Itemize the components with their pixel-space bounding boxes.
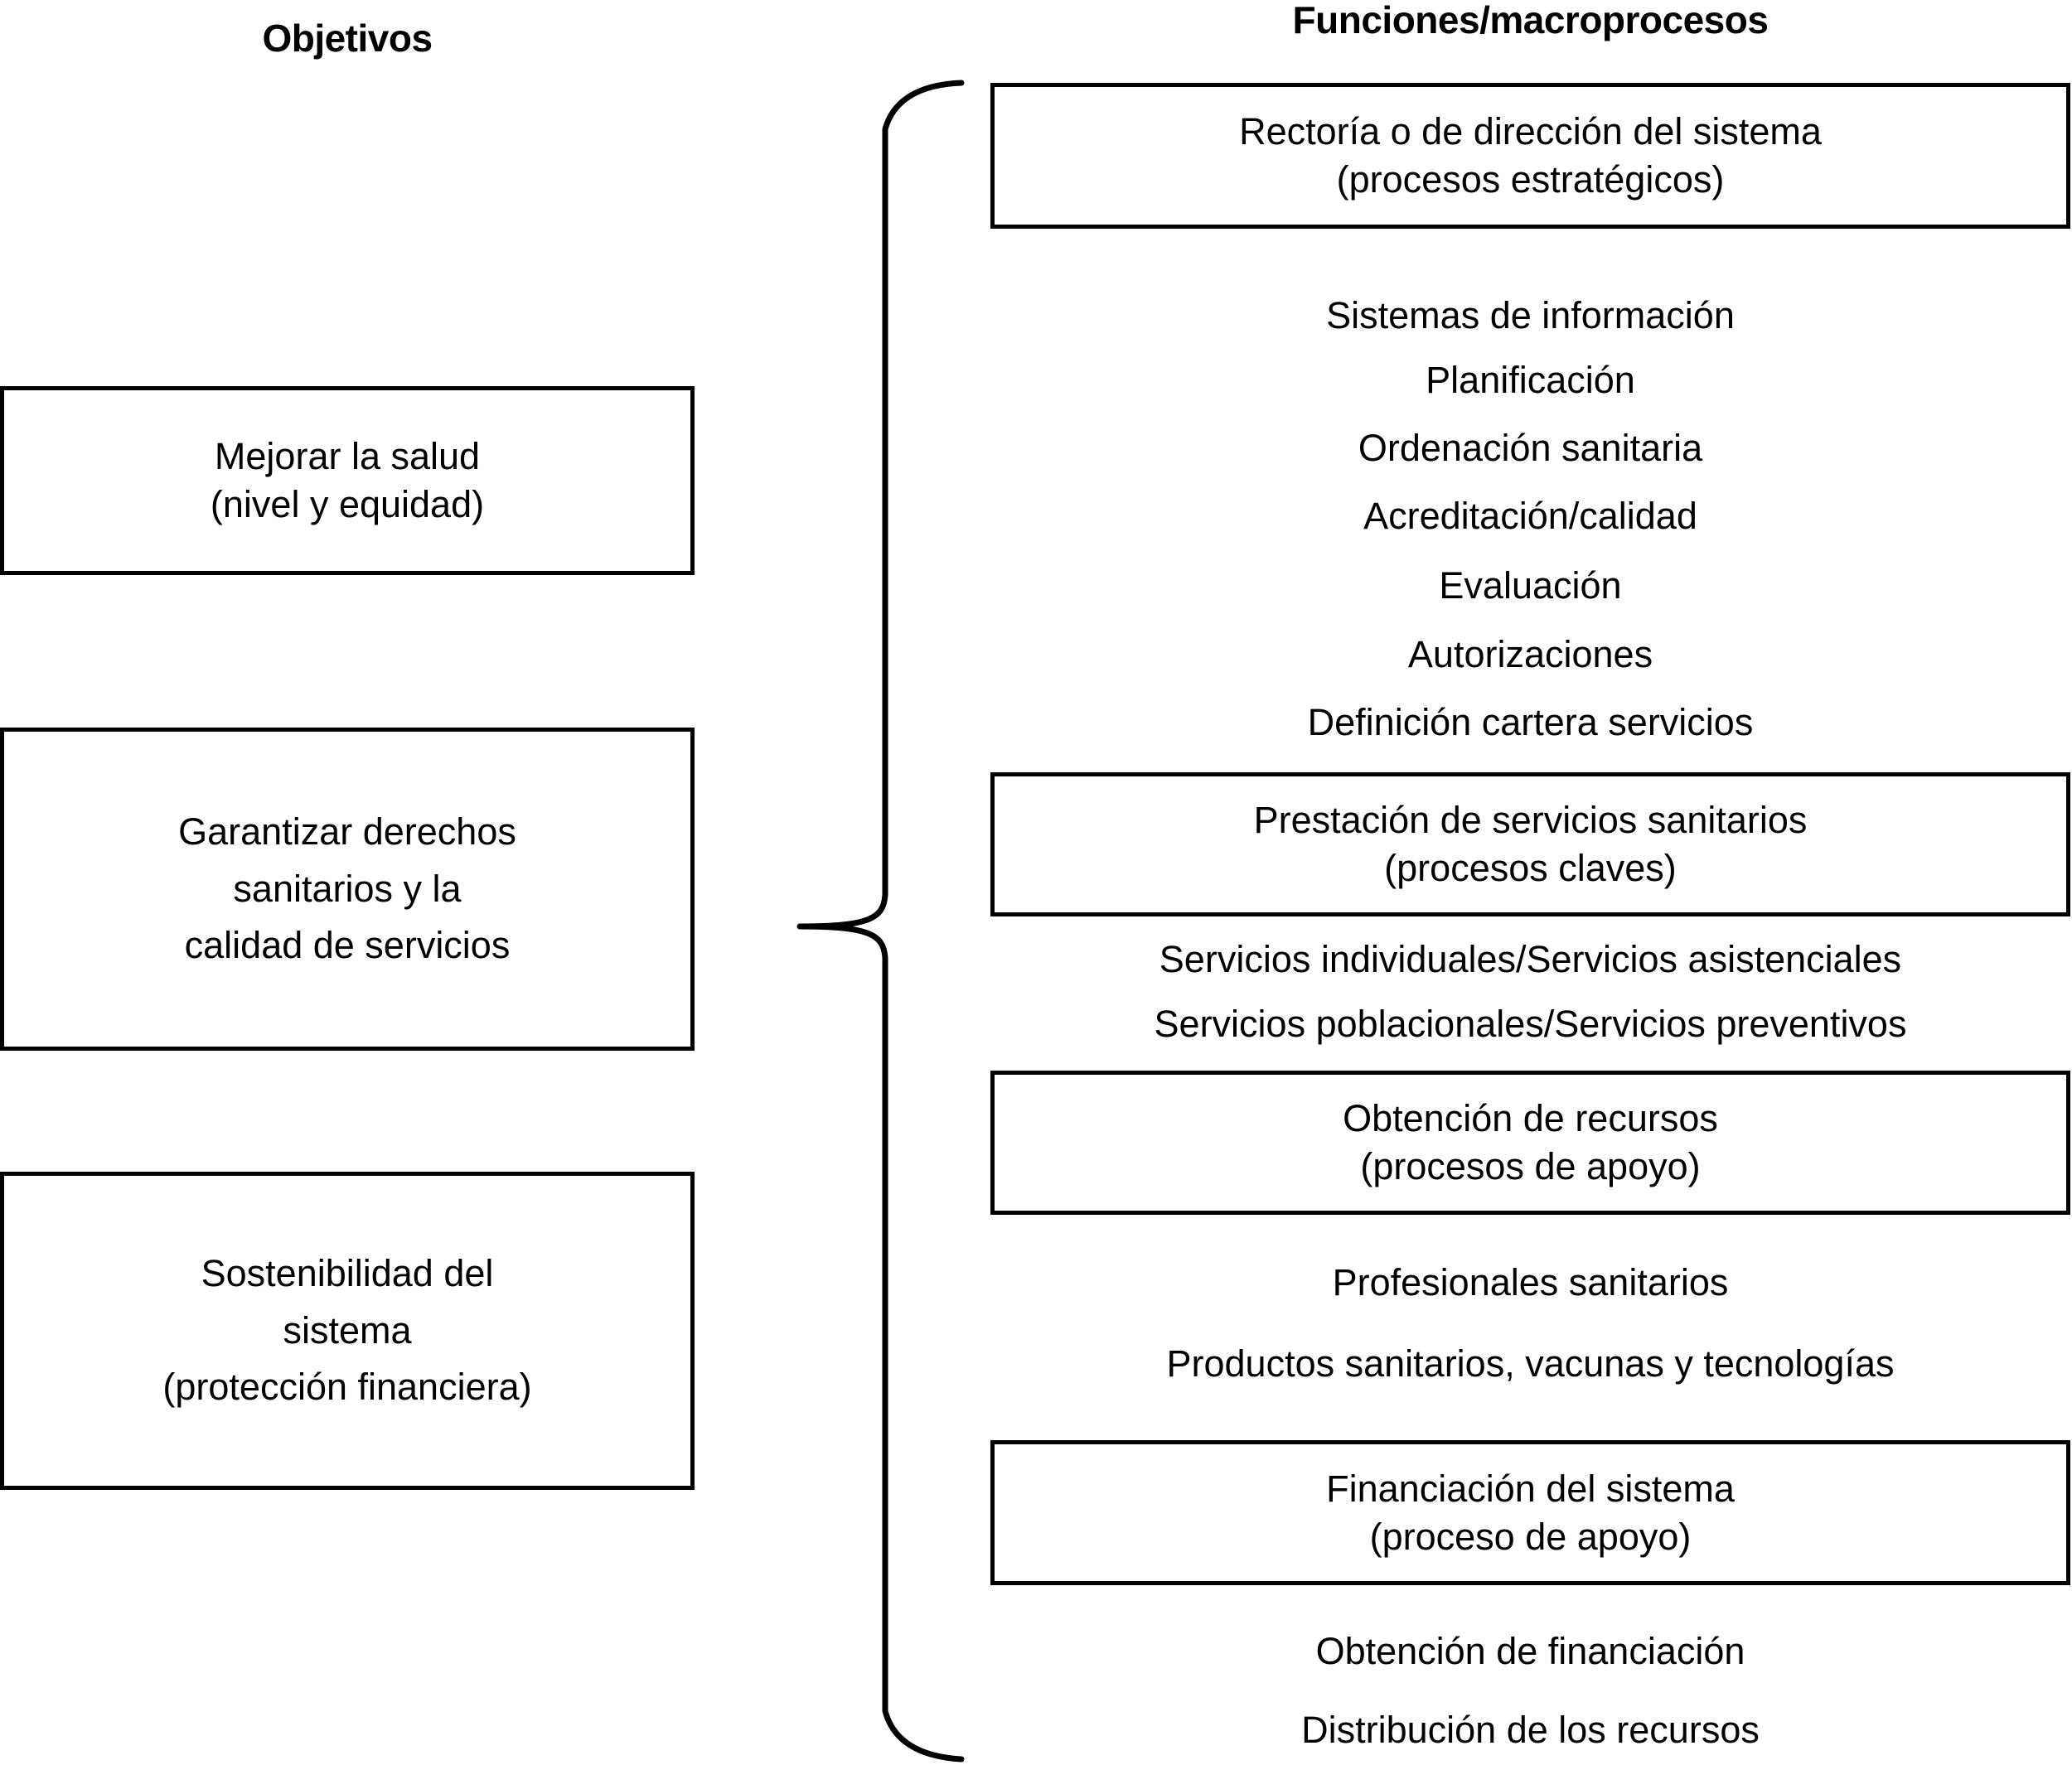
objective-box-text: Garantizar derechos sanitarios y la cali…: [167, 804, 528, 974]
macroprocess-line-2: (procesos estratégicos): [1336, 158, 1725, 201]
objective-box-mejorar-la-salud: Mejorar la salud (nivel y equidad): [0, 386, 695, 575]
objective-line-3: calidad de servicios: [184, 924, 511, 967]
macroprocess-line-1: Prestación de servicios sanitarios: [1253, 799, 1808, 842]
objective-line-1: Sostenibilidad del: [201, 1252, 494, 1295]
macroprocess-item-autorizaciones: Autorizaciones: [1407, 633, 1653, 675]
macroprocess-box-obtencion-recursos: Obtención de recursos (procesos de apoyo…: [990, 1071, 2070, 1215]
objective-box-text: Sostenibilidad del sistema (protección f…: [151, 1245, 543, 1415]
macroprocess-box-text: Rectoría o de dirección del sistema (pro…: [1227, 108, 1833, 203]
curly-brace-connector: [796, 80, 965, 1763]
macroprocess-box-text: Prestación de servicios sanitarios (proc…: [1242, 796, 1819, 892]
macroprocess-item-obtencion-financiacion: Obtención de financiación: [1315, 1630, 1745, 1672]
macroprocess-item-evaluacion: Evaluación: [1439, 564, 1622, 607]
macroprocess-item-sistemas-de-informacion: Sistemas de información: [1326, 294, 1735, 336]
macroprocess-line-2: (procesos de apoyo): [1360, 1145, 1701, 1187]
macroprocess-box-text: Obtención de recursos (procesos de apoyo…: [1331, 1095, 1730, 1190]
macroprocess-item-productos-sanitarios: Productos sanitarios, vacunas y tecnolog…: [1166, 1342, 1895, 1385]
macroprocess-box-financiacion-sistema: Financiación del sistema (proceso de apo…: [990, 1440, 2070, 1585]
macroprocess-box-text: Financiación del sistema (proceso de apo…: [1314, 1465, 1746, 1560]
objective-box-text: Mejorar la salud (nivel y equidad): [199, 433, 496, 528]
macroprocess-item-profesionales-sanitarios: Profesionales sanitarios: [1332, 1261, 1729, 1303]
brace-path: [796, 80, 965, 1763]
macroprocess-item-planificacion: Planificación: [1426, 359, 1635, 401]
macroprocess-line-2: (proceso de apoyo): [1369, 1515, 1692, 1558]
macroprocess-box-prestacion-servicios: Prestación de servicios sanitarios (proc…: [990, 772, 2070, 916]
objective-box-sostenibilidad-del-sistema: Sostenibilidad del sistema (protección f…: [0, 1172, 695, 1490]
macroprocess-item-ordenacion-sanitaria: Ordenación sanitaria: [1358, 427, 1703, 469]
macroprocess-item-servicios-poblacionales: Servicios poblacionales/Servicios preven…: [1154, 1003, 1907, 1045]
macroprocess-box-rectoria: Rectoría o de dirección del sistema (pro…: [990, 83, 2070, 229]
macroprocess-item-definicion-cartera: Definición cartera servicios: [1307, 701, 1754, 743]
objective-line-1: Mejorar la salud: [214, 435, 481, 478]
objective-line-2: (nivel y equidad): [210, 483, 485, 525]
objective-box-garantizar-derechos: Garantizar derechos sanitarios y la cali…: [0, 728, 695, 1051]
macroprocess-line-1: Financiación del sistema: [1326, 1467, 1735, 1510]
macroprocess-item-distribucion-recursos: Distribución de los recursos: [1301, 1709, 1760, 1751]
objective-line-3: (protección financiera): [162, 1366, 532, 1409]
macroprocess-line-2: (procesos claves): [1384, 847, 1677, 889]
macroprocess-line-1: Obtención de recursos: [1343, 1097, 1718, 1140]
macroprocess-line-1: Rectoría o de dirección del sistema: [1239, 110, 1822, 153]
column-heading-funciones-macroprocesos: Funciones/macroprocesos: [1292, 0, 1769, 41]
objective-line-1: Garantizar derechos: [178, 810, 516, 853]
objective-line-2: sanitarios y la: [233, 867, 462, 910]
macroprocess-item-acreditacion-calidad: Acreditación/calidad: [1363, 495, 1697, 537]
objective-line-2: sistema: [283, 1308, 412, 1352]
macroprocess-item-servicios-individuales: Servicios individuales/Servicios asisten…: [1159, 938, 1902, 980]
column-heading-objetivos: Objetivos: [262, 17, 433, 60]
